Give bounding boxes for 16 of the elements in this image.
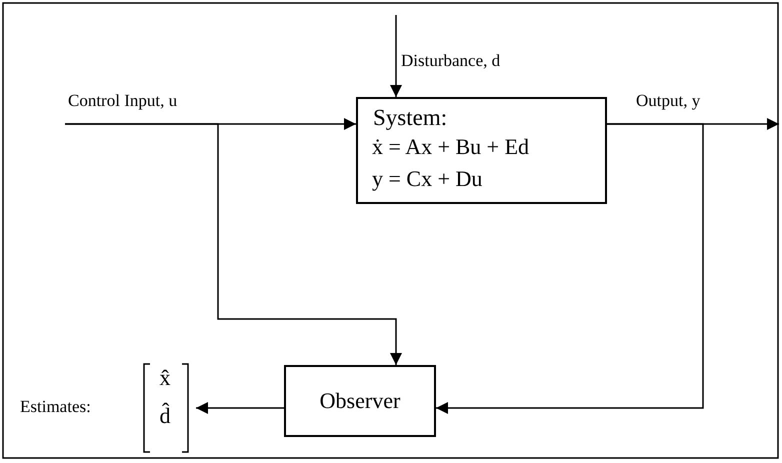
arrow [65, 123, 402, 365]
arrow [196, 402, 284, 414]
system-heading: System: [373, 105, 448, 130]
arrow [436, 123, 704, 414]
vector-entry: x̂ [158, 366, 172, 390]
edge-label: Output, y [636, 92, 700, 111]
arrow [390, 15, 402, 97]
edge-label: Disturbance, d [401, 52, 500, 71]
state-equation: ẋ = Ax + Bu + Ed [372, 135, 530, 160]
edge-label: Control Input, u [68, 92, 178, 111]
observer-box [284, 365, 436, 437]
node-label: Estimates: [20, 398, 91, 417]
vector-entry: d̂ [158, 404, 172, 428]
system-box [356, 97, 607, 204]
output-equation: y = Cx + Du [372, 167, 482, 192]
node-label: Observer [318, 388, 402, 414]
